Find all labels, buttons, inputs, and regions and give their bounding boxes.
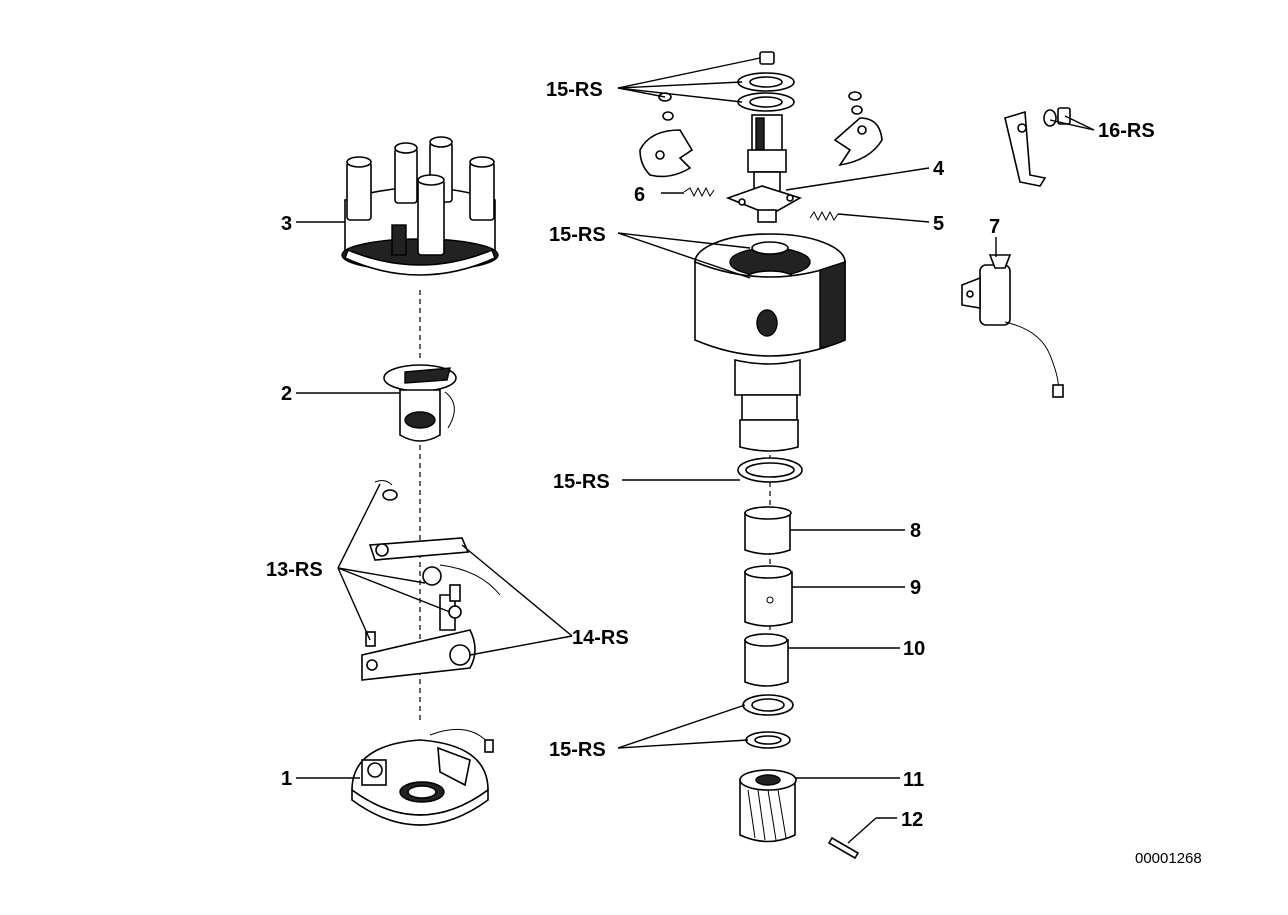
callout-7: 7 — [989, 216, 1000, 238]
seal-ring[interactable] — [737, 457, 803, 483]
bushing-10[interactable] — [744, 633, 789, 687]
callout-2: 2 — [281, 383, 292, 405]
drive-gear[interactable] — [739, 769, 797, 843]
lower-washers[interactable] — [742, 694, 794, 749]
advance-shaft[interactable] — [725, 114, 802, 223]
callout-14-rs: 14-RS — [572, 627, 629, 649]
callout-8: 8 — [910, 520, 921, 542]
distributor-base[interactable] — [351, 728, 494, 826]
callout-15-rs-lower: 15-RS — [549, 739, 606, 761]
callout-1: 1 — [281, 768, 292, 790]
centrifugal-weights[interactable] — [639, 117, 883, 178]
distributor-housing[interactable] — [694, 233, 846, 452]
breaker-plate[interactable] — [361, 537, 501, 681]
distributor-cap[interactable] — [341, 136, 499, 276]
callout-16-rs: 16-RS — [1098, 120, 1155, 142]
callout-3: 3 — [281, 213, 292, 235]
document-number: 00001268 — [1135, 850, 1202, 867]
callout-9: 9 — [910, 577, 921, 599]
callout-11: 11 — [903, 769, 924, 791]
roll-pin[interactable] — [827, 836, 860, 860]
bushing-8[interactable] — [744, 506, 792, 555]
small-hardware-13[interactable] — [365, 480, 462, 647]
callout-4: 4 — [933, 158, 945, 180]
callout-15-rs-housing: 15-RS — [549, 224, 606, 246]
callout-13-rs: 13-RS — [266, 559, 323, 581]
top-washers[interactable] — [658, 51, 863, 121]
spring-6[interactable] — [683, 186, 715, 198]
callout-5: 5 — [933, 213, 944, 235]
leader-lines — [296, 57, 1095, 844]
distributor-rotor[interactable] — [383, 364, 457, 442]
callout-6: 6 — [634, 184, 645, 206]
callout-15-rs-ring: 15-RS — [553, 471, 610, 493]
callout-10: 10 — [903, 638, 925, 660]
callout-15-rs-top: 15-RS — [546, 79, 603, 101]
spring-5[interactable] — [809, 210, 839, 222]
bracket-16[interactable] — [1004, 107, 1071, 187]
callout-12: 12 — [901, 809, 923, 831]
condenser[interactable] — [961, 254, 1064, 398]
bushing-9[interactable] — [744, 565, 793, 627]
